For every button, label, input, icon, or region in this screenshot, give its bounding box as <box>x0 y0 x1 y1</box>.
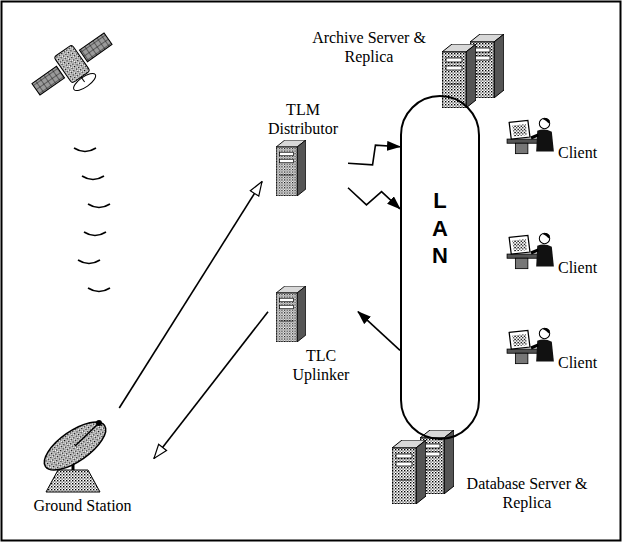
dish-base <box>46 470 100 492</box>
node-label: Client <box>558 258 606 277</box>
node-label: Ground Station <box>15 496 150 515</box>
node-label: Client <box>558 143 606 162</box>
server-icon <box>276 286 306 342</box>
signal-wave <box>84 232 106 236</box>
signal-link <box>119 182 262 408</box>
signal-link <box>154 312 268 459</box>
equipment-node: Client <box>502 325 610 375</box>
lightning-link <box>348 188 400 209</box>
signal-wave <box>88 204 110 208</box>
dish-feed <box>75 424 98 446</box>
equipment-node: Archive Server & Replica <box>300 28 515 110</box>
network-bus: L A N <box>400 95 480 440</box>
satellite <box>27 26 124 112</box>
dish-feedhorn <box>96 420 102 426</box>
solar-panel <box>79 33 112 62</box>
bus-label: L A N <box>429 187 451 270</box>
equipment-node: TLC Uplinker <box>268 282 358 388</box>
server-icon <box>276 140 306 196</box>
node-label: Database Server & Replica <box>451 474 603 512</box>
signal-wave <box>88 288 110 292</box>
node-label: Client <box>558 353 606 372</box>
node-label: TLM Distributor <box>262 100 344 138</box>
node-label: Archive Server & Replica <box>306 28 432 66</box>
signal-waves <box>74 148 110 292</box>
equipment-node: Client <box>502 230 610 280</box>
equipment-node: Client <box>502 115 610 165</box>
server-icon <box>392 440 426 504</box>
solar-panel <box>32 66 65 95</box>
dish-reflector <box>37 413 113 479</box>
client-icon <box>507 233 554 269</box>
signal-wave <box>78 260 100 264</box>
signal-link <box>358 312 400 351</box>
equipment-node: Database Server & Replica <box>385 428 607 518</box>
server-icon <box>442 44 476 108</box>
ground-dish <box>37 413 113 492</box>
dish-mount <box>81 77 84 82</box>
equipment-node: TLM Distributor <box>262 100 348 202</box>
satellite-dish <box>71 70 98 93</box>
client-icon <box>507 328 554 364</box>
signal-wave <box>82 176 104 180</box>
node-label: TLC Uplinker <box>288 346 354 384</box>
signal-wave <box>74 148 96 152</box>
client-icon <box>507 118 554 154</box>
lightning-link <box>348 145 400 165</box>
equipment-node: Ground Station <box>15 408 154 520</box>
